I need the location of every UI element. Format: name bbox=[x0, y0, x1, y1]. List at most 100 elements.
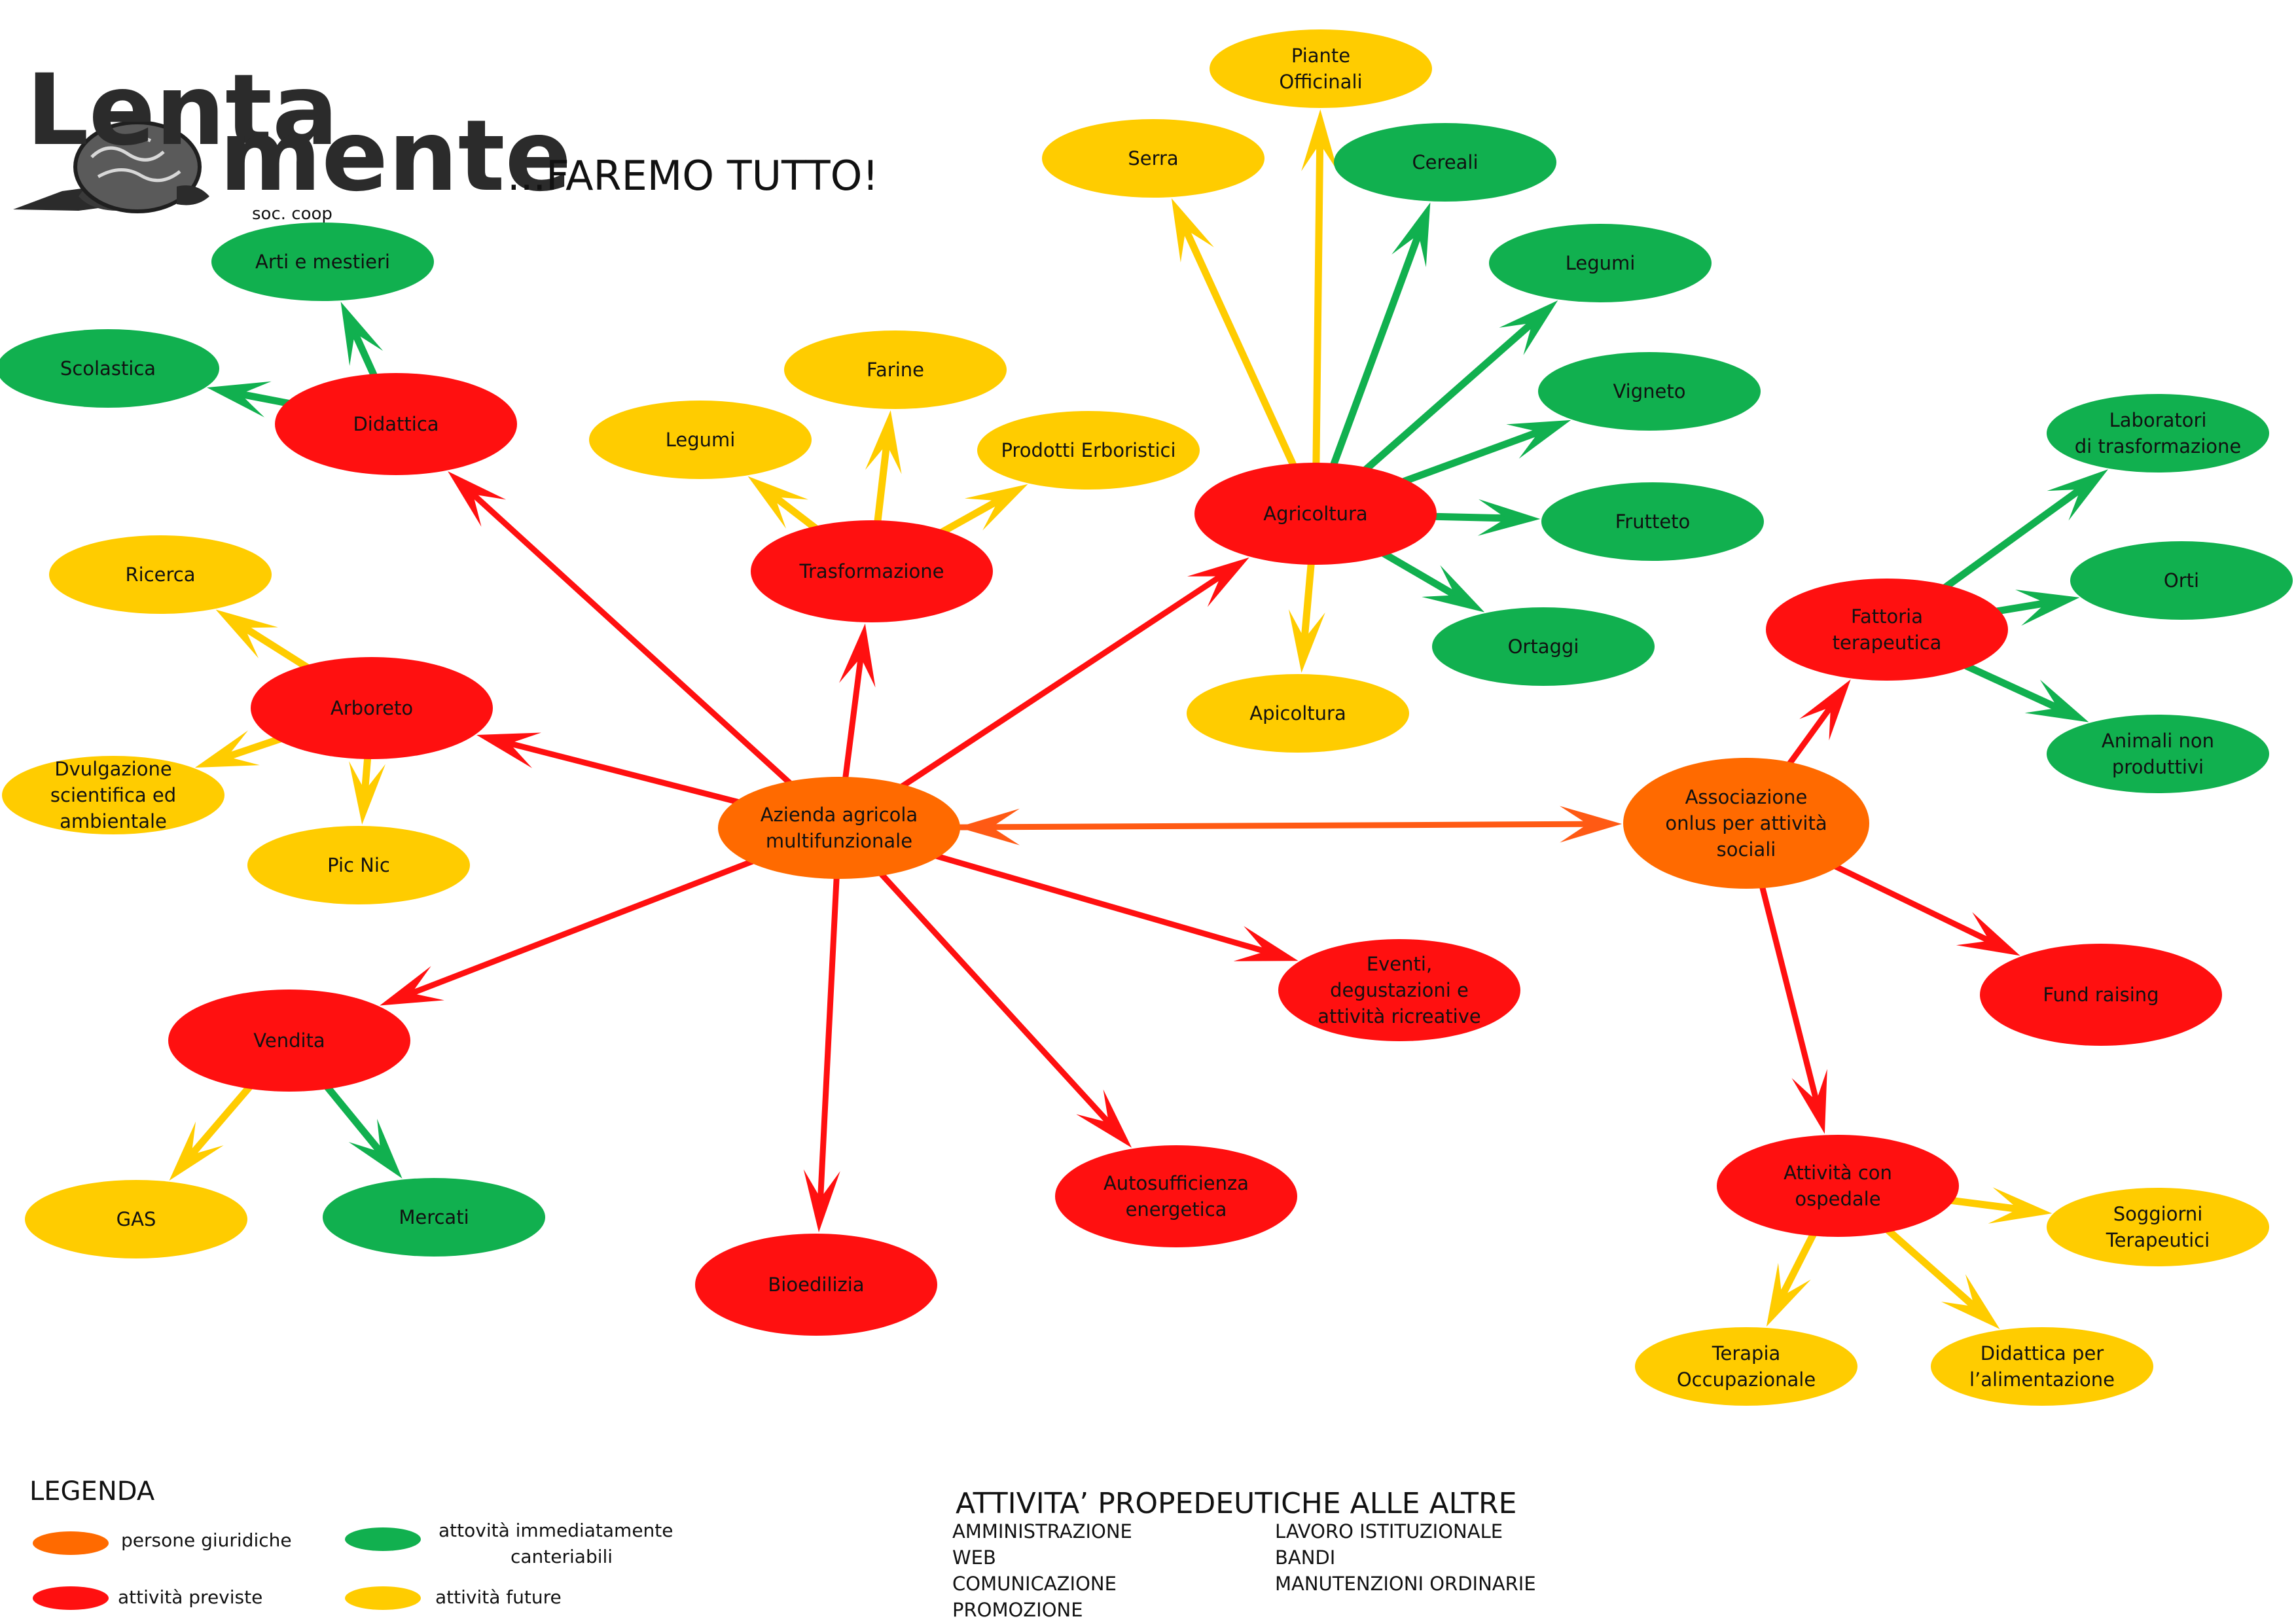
edge-vendita-gas bbox=[169, 1082, 254, 1181]
node-label: Apicoltura bbox=[1249, 702, 1346, 724]
propedeutiche-item: LAVORO ISTITUZIONALE bbox=[1275, 1520, 1503, 1543]
edge-line bbox=[228, 389, 293, 407]
edge-agricoltura-cereali bbox=[1329, 202, 1431, 470]
node-ellipse bbox=[2070, 541, 2293, 620]
node-ellipse bbox=[1635, 1327, 1857, 1406]
node-label: Eventi, bbox=[1367, 953, 1432, 975]
edge-line bbox=[1759, 882, 1821, 1112]
node-legumi_g: Legumi bbox=[1489, 224, 1712, 302]
node-label: Associazione bbox=[1685, 786, 1808, 808]
arrowhead bbox=[1288, 609, 1325, 673]
arrowhead bbox=[964, 484, 1028, 531]
arrowhead bbox=[1422, 565, 1485, 613]
edge-azienda-vendita bbox=[380, 858, 755, 1006]
node-label: Fattoria bbox=[1851, 605, 1923, 628]
node-ellipse bbox=[211, 223, 434, 301]
edge-trasformazione-legumi_y bbox=[747, 476, 819, 532]
logo-line2: mente bbox=[219, 99, 571, 213]
edge-azienda-didattica bbox=[448, 471, 793, 787]
node-ellipse bbox=[2047, 1188, 2269, 1266]
edge-line bbox=[234, 620, 311, 671]
node-fund: Fund raising bbox=[1980, 944, 2222, 1046]
edge-line bbox=[1312, 132, 1324, 469]
edge-agricoltura-piante bbox=[1301, 109, 1338, 469]
edge-azienda-arboreto bbox=[476, 732, 742, 805]
arrowhead bbox=[476, 732, 541, 768]
edge-line bbox=[1401, 425, 1551, 485]
edge-line bbox=[1993, 598, 2058, 615]
propedeutiche-item: BANDI bbox=[1275, 1546, 1335, 1569]
propedeutiche-item: COMUNICAZIONE bbox=[952, 1573, 1117, 1595]
edge-agricoltura-apicoltura bbox=[1288, 558, 1325, 673]
node-ellipse bbox=[1489, 224, 1712, 302]
edge-line bbox=[842, 647, 865, 783]
edge-line bbox=[1362, 313, 1542, 473]
node-ellipse bbox=[1432, 607, 1655, 686]
node-cereali: Cereali bbox=[1334, 123, 1556, 202]
node-farine: Farine bbox=[784, 330, 1007, 409]
node-fattoria: Fattoria terapeutica bbox=[1766, 579, 2008, 681]
propedeutiche-item: AMMINISTRAZIONE bbox=[952, 1520, 1132, 1543]
edge-line bbox=[874, 433, 891, 527]
edge-line bbox=[323, 1083, 389, 1162]
node-label: Fund raising bbox=[2043, 984, 2159, 1006]
node-label: Occupazionale bbox=[1677, 1368, 1816, 1391]
node-label: Serra bbox=[1128, 147, 1178, 169]
edge-trasformazione-farine bbox=[865, 410, 902, 527]
node-label: onlus per attività bbox=[1665, 812, 1827, 834]
node-label: Trasformazione bbox=[799, 560, 944, 582]
arrowhead bbox=[803, 1169, 840, 1233]
node-ellipse bbox=[1766, 579, 2008, 681]
node-label: multifunzionale bbox=[766, 830, 912, 852]
node-ellipse bbox=[1931, 1327, 2153, 1406]
node-ellipse bbox=[1980, 944, 2222, 1046]
edge-fattoria-laboratori bbox=[1942, 469, 2108, 591]
node-didattica: Didattica bbox=[275, 373, 517, 475]
node-ellipse bbox=[2047, 394, 2269, 473]
arrowhead bbox=[865, 410, 902, 474]
edge-fattoria-animali bbox=[1963, 662, 2089, 722]
arrowhead bbox=[2015, 589, 2080, 626]
arrowhead bbox=[1988, 1187, 2053, 1224]
node-label: energetica bbox=[1126, 1198, 1227, 1221]
arrowhead bbox=[747, 476, 809, 529]
node-label: Ortaggi bbox=[1508, 635, 1579, 658]
node-label: Piante bbox=[1291, 45, 1350, 67]
arrowhead bbox=[1187, 557, 1249, 607]
node-ellipse bbox=[1194, 463, 1437, 565]
node-label: sociali bbox=[1717, 838, 1776, 861]
arrowhead bbox=[207, 381, 272, 418]
node-ellipse bbox=[751, 520, 993, 622]
turtle-brain-icon bbox=[13, 120, 209, 213]
arrowhead bbox=[957, 808, 1020, 846]
node-ellipse bbox=[2, 756, 224, 834]
node-label: Pic Nic bbox=[327, 854, 390, 876]
edge-line bbox=[348, 322, 378, 380]
legend-label: persone giuridiche bbox=[121, 1529, 292, 1551]
node-ellipse bbox=[1538, 352, 1761, 431]
arrowhead bbox=[1799, 679, 1851, 741]
slogan: ...FAREMO TUTTO! bbox=[507, 152, 878, 200]
node-ellipse bbox=[977, 411, 1200, 490]
edge-line bbox=[1300, 558, 1315, 651]
edge-ospedale-didattica_alim bbox=[1884, 1226, 2000, 1329]
edge-line bbox=[899, 569, 1230, 789]
arrowhead bbox=[215, 609, 278, 658]
edge-line bbox=[216, 735, 283, 763]
node-ellipse bbox=[247, 826, 470, 904]
node-label: GAS bbox=[117, 1208, 156, 1230]
edge-line bbox=[1963, 662, 2069, 715]
node-gas: GAS bbox=[25, 1180, 247, 1258]
node-label: terapeutica bbox=[1833, 632, 1942, 654]
node-label: Legumi bbox=[1566, 252, 1636, 274]
edge-line bbox=[939, 493, 1009, 536]
arrowhead bbox=[169, 1121, 224, 1181]
edge-line bbox=[499, 738, 742, 805]
edge-arboreto-picnic bbox=[349, 753, 386, 825]
arrowhead bbox=[1766, 1262, 1811, 1327]
node-label: Mercati bbox=[399, 1206, 469, 1228]
